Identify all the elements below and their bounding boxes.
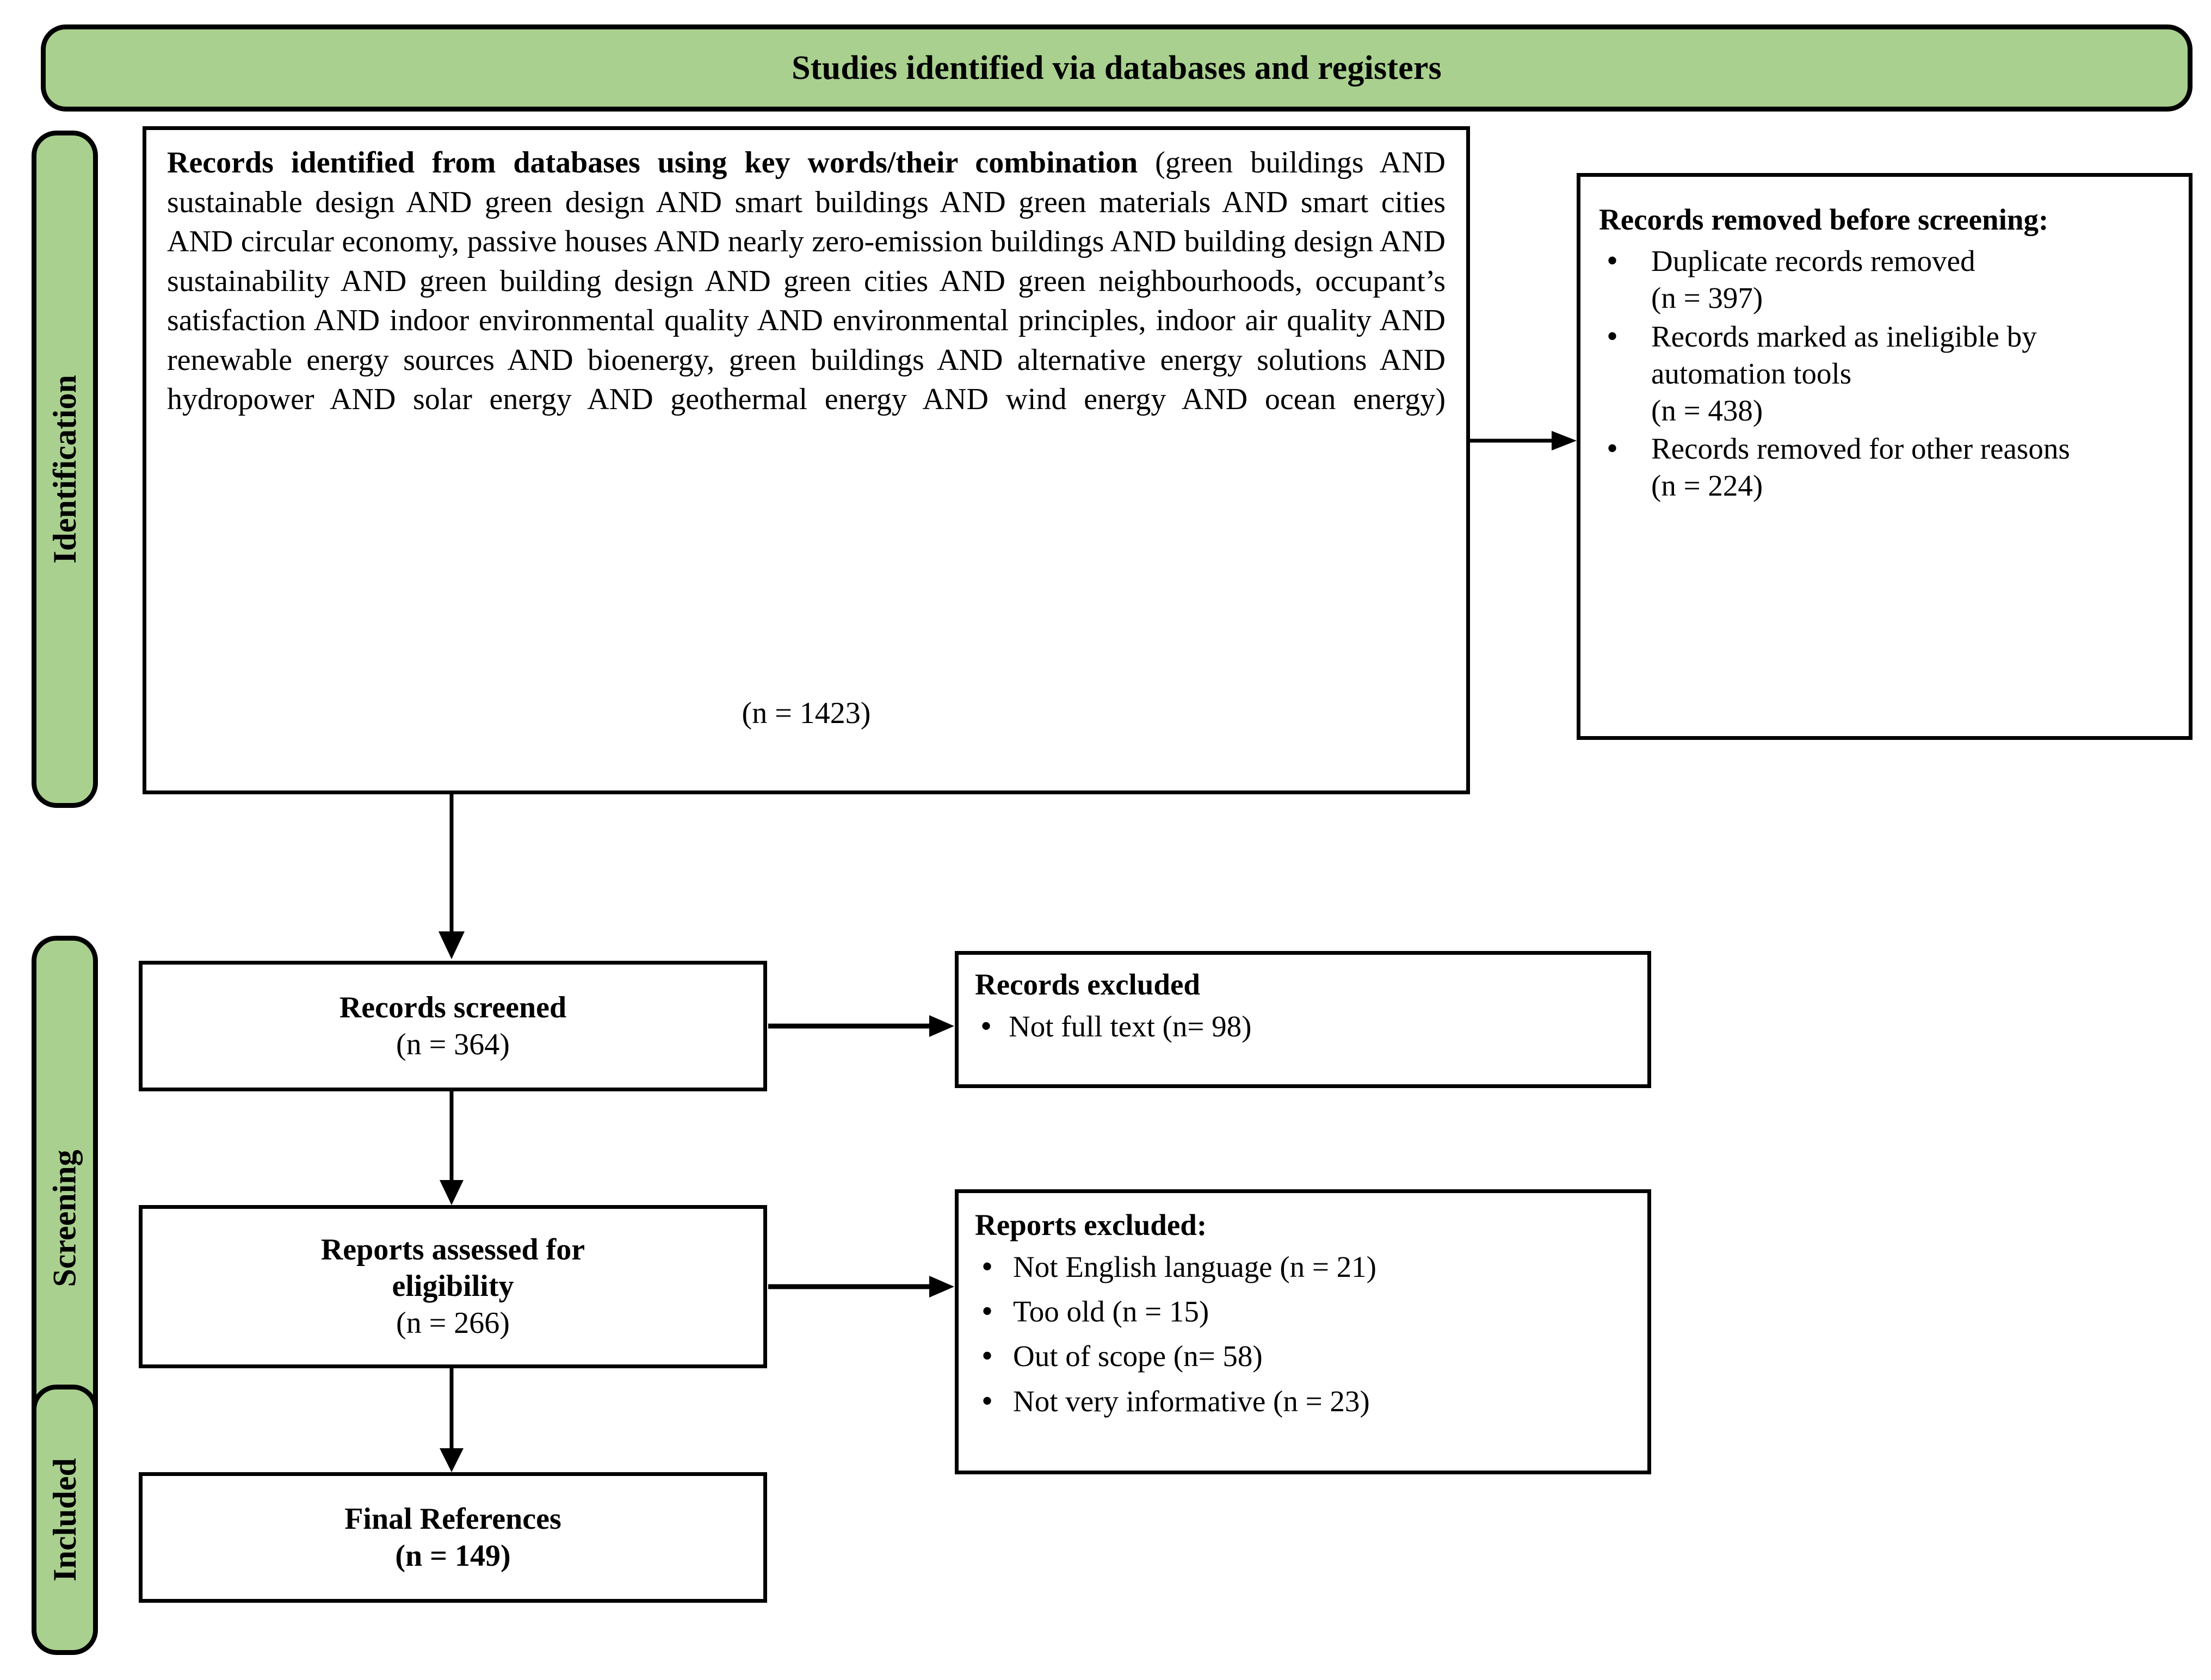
records-removed-bullet-list: Duplicate records removed (n = 397) Reco… [1599,240,2175,504]
list-item: Too old (n = 15) [975,1291,1636,1332]
final-references-box: Final References (n = 149) [139,1472,767,1603]
list-item: Records marked as ineligible by automati… [1599,316,2175,430]
stage-label-identification: Identification [46,375,83,564]
records-excluded-bullet-list: Not full text (n= 98) [975,1006,1633,1047]
reports-assessed-label-line1: Reports assessed for [320,1233,585,1267]
reports-assessed-box: Reports assessed for eligibility (n = 26… [139,1205,767,1368]
stage-bar-identification: Identification [32,131,98,808]
list-item: Records removed for other reasons (n = 2… [1599,428,2175,504]
bullet-text: Not very informative (n = 23) [1013,1384,1370,1418]
stage-label-screening: Screening [46,1149,83,1287]
bullet-count: (n = 224) [1651,469,1763,503]
list-item: Not very informative (n = 23) [975,1381,1636,1422]
list-item: Duplicate records removed (n = 397) [1599,240,2175,317]
final-references-label: Final References [344,1502,561,1536]
arrow-screened-to-assessed [435,1091,468,1207]
records-identified-box: Records identified from databases using … [143,126,1470,794]
records-excluded-title: Records excluded [975,968,1200,1001]
records-removed-before-screening-box: Records removed before screening: Duplic… [1577,173,2193,740]
diagram-header-banner: Studies identified via databases and reg… [41,24,2193,112]
arrow-screened-to-records-excluded [768,1015,956,1037]
list-item: Not full text (n= 98) [975,1006,1633,1047]
bullet-count: (n = 438) [1651,394,1763,428]
list-item: Out of scope (n= 58) [975,1336,1636,1376]
records-screened-label: Records screened [339,990,567,1024]
bullet-text: Not English language (n = 21) [1013,1250,1376,1283]
bullet-text: Records marked as ineligible by automati… [1651,319,2037,390]
records-identified-lead: Records identified from databases using … [167,146,1138,180]
arrow-identified-to-removed [1470,430,1579,452]
reports-assessed-count: (n = 266) [396,1306,510,1340]
final-references-count: (n = 149) [395,1539,511,1573]
bullet-text: Records removed for other reasons [1651,432,2070,466]
reports-excluded-box: Reports excluded: Not English language (… [955,1189,1651,1474]
stage-bar-included: Included [32,1385,98,1655]
diagram-header-title: Studies identified via databases and reg… [792,49,1442,87]
arrow-assessed-to-reports-excluded [768,1276,956,1298]
records-screened-box: Records screened (n = 364) [139,961,767,1091]
records-identified-text: Records identified from databases using … [167,143,1446,419]
records-screened-count: (n = 364) [396,1028,510,1061]
arrow-assessed-to-final [435,1368,468,1474]
arrow-identified-to-screened [435,794,468,961]
reports-excluded-bullet-list: Not English language (n = 21) Too old (n… [975,1246,1636,1422]
records-identified-count: (n = 1423) [742,696,871,730]
records-excluded-box: Records excluded Not full text (n= 98) [955,951,1651,1088]
reports-excluded-title: Reports excluded: [975,1208,1207,1242]
records-removed-title: Records removed before screening: [1599,203,2049,236]
stage-label-included: Included [46,1458,83,1582]
bullet-text: Duplicate records removed [1651,244,1975,278]
bullet-text: Too old (n = 15) [1013,1295,1209,1329]
bullet-text: Not full text (n= 98) [1009,1010,1252,1043]
reports-assessed-label-line2: eligibility [392,1269,514,1304]
bullet-count: (n = 397) [1651,281,1763,315]
bullet-text: Out of scope (n= 58) [1013,1339,1263,1373]
records-identified-query: (green buildings AND sustainable design … [167,146,1446,417]
list-item: Not English language (n = 21) [975,1246,1636,1287]
